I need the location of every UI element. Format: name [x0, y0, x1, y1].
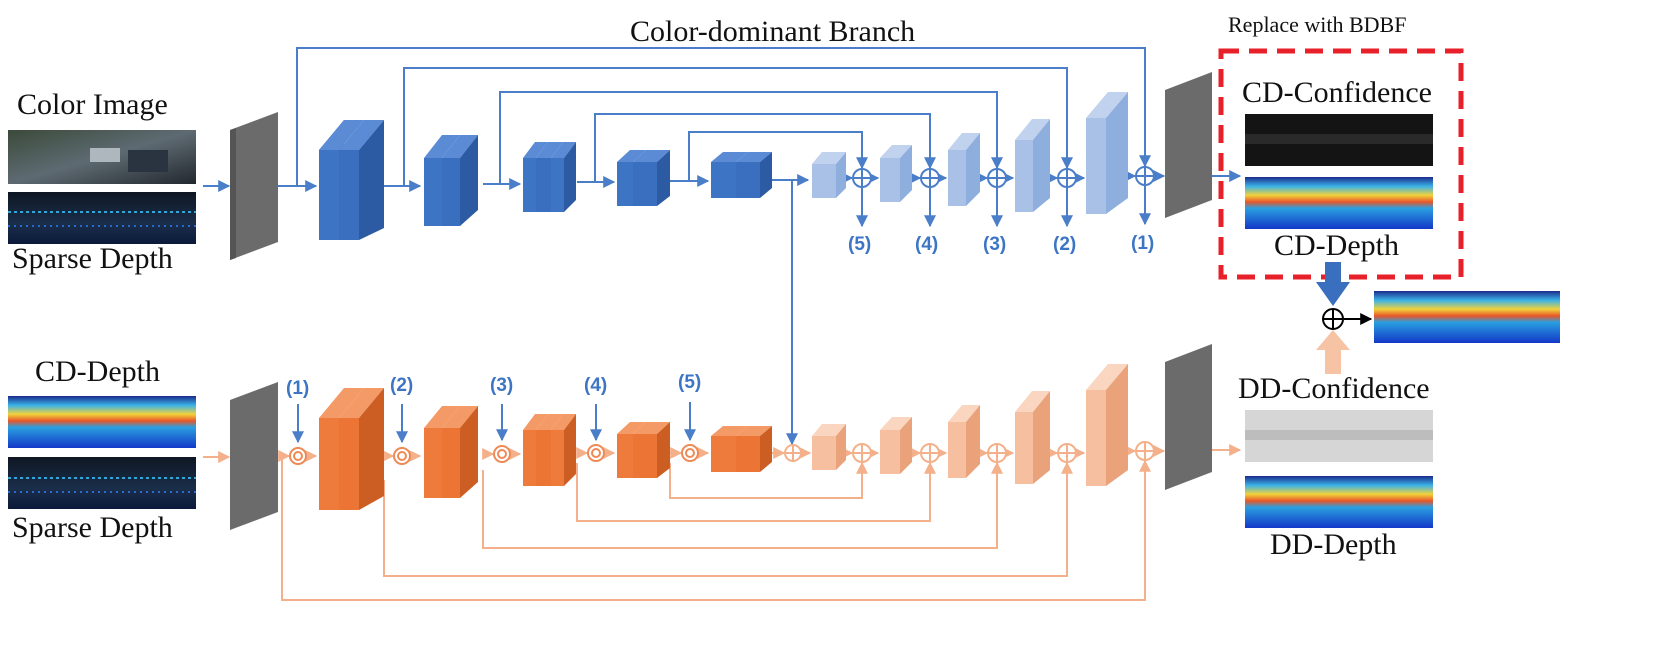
bdbf-dashed-box [1218, 48, 1464, 280]
skip-index-2: (2) [1053, 234, 1077, 255]
cd-confidence-map [1245, 114, 1433, 166]
branch-title: Color-dominant Branch [630, 15, 916, 48]
gray-block-top-right [1165, 72, 1212, 218]
orange-encoder-block-5 [711, 426, 772, 472]
orange-main-flow [278, 444, 1242, 462]
cd-to-fusion-arrow [1316, 262, 1350, 306]
orange-sum-nodes [784, 441, 1155, 463]
dd-to-fusion-arrow [1316, 330, 1350, 374]
orange-decoder-block-3 [948, 405, 980, 478]
orange-decoder-block-2 [880, 417, 912, 474]
color-image-label: Color Image [17, 88, 168, 121]
skip-index-3: (3) [983, 234, 1007, 255]
guide-index-3: (3) [490, 375, 514, 396]
blue-encoder-block-3 [523, 142, 576, 212]
cd-depth-map [1245, 177, 1433, 229]
orange-encoder-block-1 [319, 388, 384, 510]
gray-block-top-left [230, 112, 278, 260]
gray-block-bottom-right [1165, 344, 1212, 490]
orange-concat-nodes [289, 444, 699, 465]
dd-depth-label: DD-Depth [1270, 528, 1397, 561]
blue-decoder-block-1 [812, 152, 846, 198]
orange-decoder-block-5 [1086, 364, 1128, 486]
replace-label: Replace with BDBF [1228, 12, 1407, 37]
orange-encoder-block-3 [523, 414, 576, 486]
blue-decoder-block-5 [1086, 92, 1128, 214]
cd-depth-input-thumbnail [8, 396, 196, 448]
blue-decoder-block-4 [1015, 119, 1050, 212]
skip-index-4: (4) [915, 234, 939, 255]
sparse-depth-thumbnail-top [8, 192, 196, 244]
blue-encoder-block-1 [319, 120, 384, 240]
guide-index-1: (1) [286, 378, 310, 399]
guide-index-5: (5) [678, 372, 702, 393]
blue-decoder-block-2 [880, 145, 912, 202]
skip-index-5: (5) [848, 234, 872, 255]
sparse-depth-label-bottom: Sparse Depth [12, 511, 173, 544]
gray-block-bottom-left [230, 382, 278, 530]
dd-confidence-map [1245, 410, 1433, 462]
cd-depth-label: CD-Depth [1274, 229, 1399, 262]
color-image-thumbnail [8, 130, 196, 184]
cd-confidence-label: CD-Confidence [1242, 76, 1432, 109]
orange-decoder-block-1 [812, 424, 846, 470]
sparse-depth-label-top: Sparse Depth [12, 242, 173, 275]
blue-encoder-block-2 [424, 135, 478, 226]
blue-encoder-block-5 [711, 152, 772, 198]
orange-encoder-block-4 [617, 422, 670, 478]
blue-output-taps [856, 186, 1151, 228]
orange-encoder-block-2 [424, 406, 478, 498]
orange-skip-connections [281, 456, 1151, 601]
guide-index-4: (4) [584, 375, 608, 396]
orange-decoder-block-4 [1015, 391, 1050, 484]
blue-skip-connections [296, 47, 1151, 186]
blue-guide-arrows [292, 402, 696, 444]
guide-index-2: (2) [390, 375, 414, 396]
dd-depth-map [1245, 476, 1433, 528]
sparse-depth-thumbnail-bottom [8, 457, 196, 509]
dd-confidence-label: DD-Confidence [1238, 372, 1430, 405]
blue-decoder-block-3 [948, 133, 980, 206]
skip-index-1: (1) [1131, 233, 1155, 254]
blue-encoder-block-4 [617, 150, 670, 206]
cd-depth-input-label: CD-Depth [35, 355, 160, 388]
fusion-sum-node [1322, 308, 1344, 330]
blue-sum-nodes [852, 166, 1155, 188]
fused-depth-map [1374, 291, 1560, 343]
